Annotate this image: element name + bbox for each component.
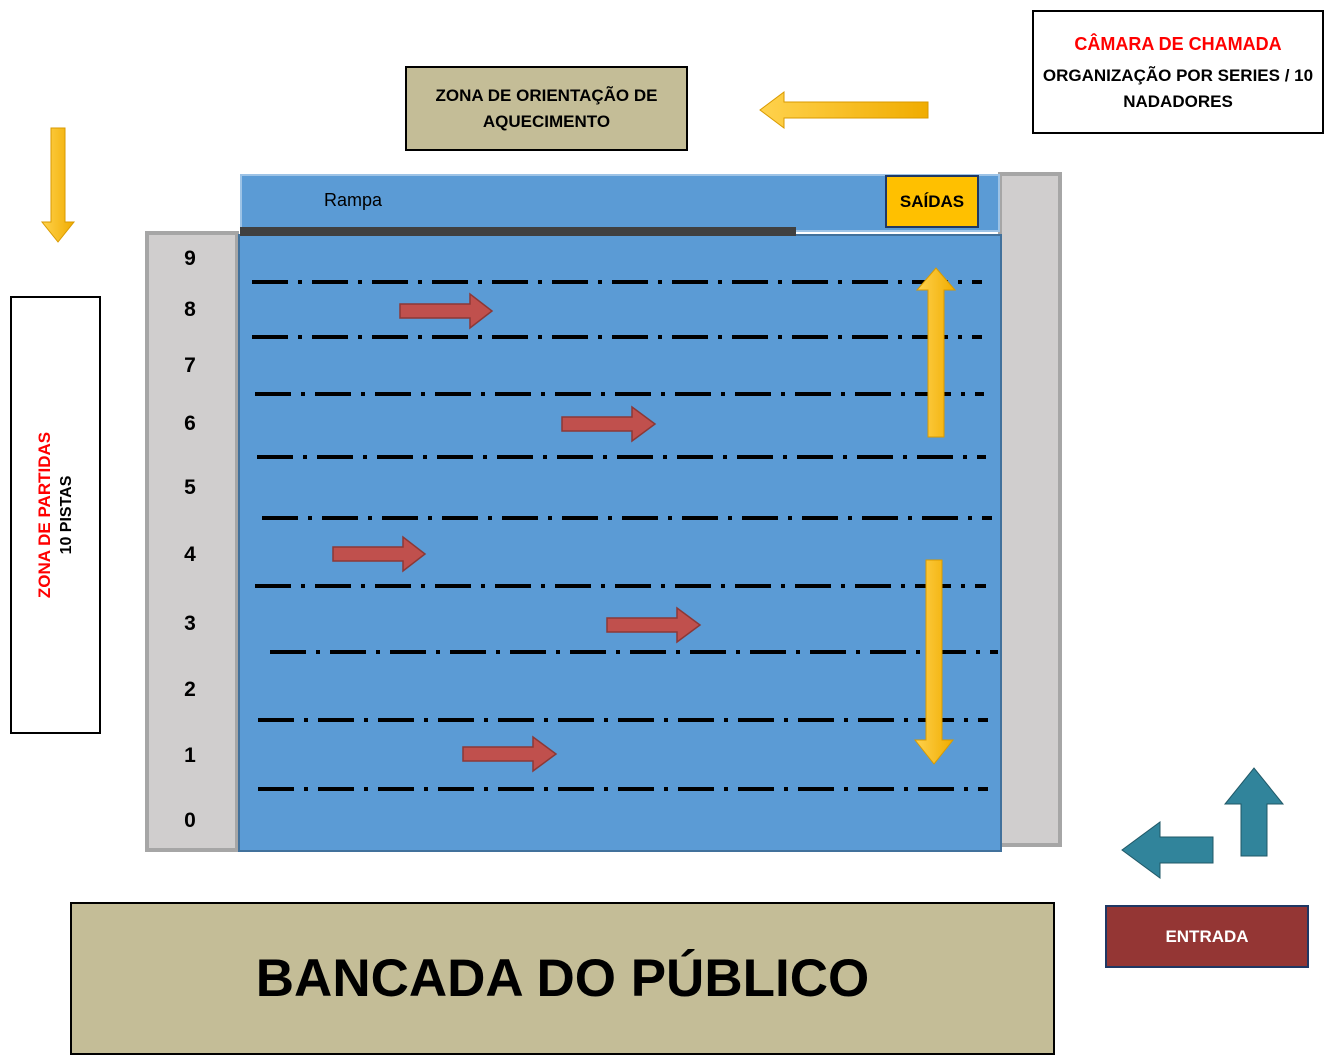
lane-number-4: 4 — [184, 543, 196, 566]
entrance-box: ENTRADA — [1105, 905, 1309, 968]
lane-number-1: 1 — [184, 744, 196, 767]
swim-direction-arrow — [462, 735, 558, 773]
left-arrow-icon — [1121, 821, 1214, 879]
warmup-zone-label: ZONA DE ORIENTAÇÃO DE AQUECIMENTO — [435, 85, 658, 131]
down-arrow-icon — [913, 559, 955, 765]
call-room-box: CÂMARA DE CHAMADA ORGANIZAÇÃO POR SERIES… — [1032, 10, 1324, 134]
swim-direction-arrow — [606, 606, 702, 644]
up-arrow-icon — [1223, 767, 1285, 857]
far-deck — [998, 172, 1062, 847]
swim-direction-arrow — [332, 535, 427, 573]
lane-number-3: 3 — [184, 612, 196, 635]
lane-number-0: 0 — [184, 809, 196, 832]
left-arrow-icon — [759, 91, 929, 129]
exits-box: SAÍDAS — [885, 175, 979, 228]
entrance-label: ENTRADA — [1165, 926, 1249, 946]
ramp-strip — [240, 174, 1000, 232]
start-deck — [145, 231, 239, 852]
pool-wall — [240, 227, 796, 236]
down-arrow-icon — [40, 127, 76, 243]
lane-number-9: 9 — [184, 247, 196, 270]
swim-direction-arrow — [561, 405, 657, 443]
swim-direction-arrow — [399, 292, 494, 330]
start-zone-box: ZONA DE PARTIDAS 10 PISTAS — [10, 296, 101, 734]
lane-number-6: 6 — [184, 412, 196, 435]
warmup-zone-box: ZONA DE ORIENTAÇÃO DE AQUECIMENTO — [405, 66, 688, 151]
exits-label: SAÍDAS — [899, 191, 965, 211]
lane-number-7: 7 — [184, 354, 196, 377]
lane-number-5: 5 — [184, 476, 196, 499]
stands-label: BANCADA DO PÚBLICO — [255, 949, 870, 1008]
up-arrow-icon — [915, 267, 957, 438]
lane-number-8: 8 — [184, 298, 196, 321]
call-room-title: CÂMARA DE CHAMADA — [1074, 34, 1282, 54]
lane-number-2: 2 — [184, 678, 196, 701]
call-room-subtitle: ORGANIZAÇÃO POR SERIES / 10 NADADORES — [1042, 66, 1314, 111]
ramp-label: Rampa — [324, 190, 383, 210]
stands-box: BANCADA DO PÚBLICO — [70, 902, 1055, 1055]
